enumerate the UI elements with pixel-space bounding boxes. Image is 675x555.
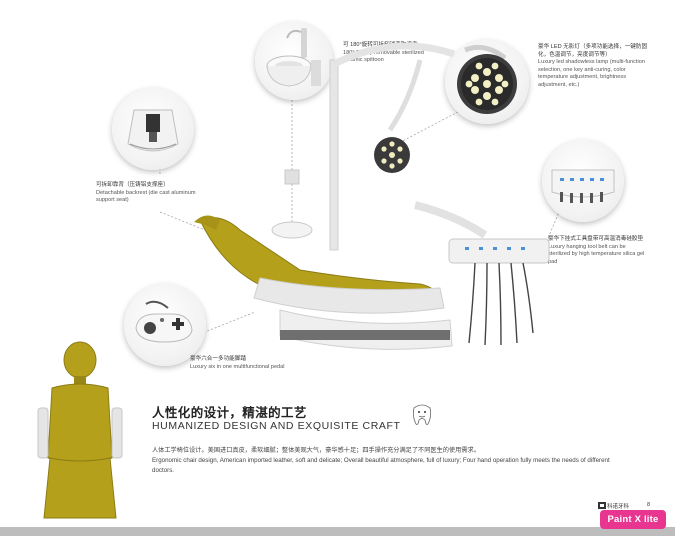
backrest-detail-circle [112, 88, 194, 170]
backrest-caption-en: Detachable backrest (die cast aluminum s… [96, 189, 196, 204]
backrest-caption-zh: 可拆卸靠背（压铸铝支撑座） [96, 182, 169, 188]
pedal-caption: 豪华六合一多功能脚踏 Luxury six in one multifuncti… [190, 356, 310, 371]
brand-logo-icon [598, 502, 606, 509]
headline-english: HUMANIZED DESIGN AND EXQUISITE CRAFT [152, 420, 401, 432]
lamp-caption-zh: 豪华 LED 无影灯（多项功能选择，一键防固化，色温调节，亮度调节等） [538, 44, 648, 58]
spittoon-caption-en: 180° Rotary removable sterilized ceramic… [343, 49, 424, 64]
tool-belt-caption: 豪华下挂式工具盘带可高温消毒硅胶垫 Luxury hanging tool be… [548, 236, 648, 266]
led-lamp-detail-circle [445, 40, 529, 124]
headline-chinese: 人性化的设计，精湛的工艺 [152, 405, 307, 420]
tool-tray-illustration [551, 169, 615, 203]
footer-brand-name: 科诺牙科 [607, 504, 630, 510]
tool-tray-detail-circle [542, 140, 624, 222]
description-chinese: 人体工学椅位设计。美国进口真皮，柔软细腻；整体美观大气，豪华感十足；四手操作充分… [152, 447, 480, 454]
led-lamp-illustration [457, 44, 517, 114]
main-dental-chair-image [194, 42, 456, 350]
watermark-badge: Paint X lite [600, 510, 666, 529]
spittoon-illustration [266, 28, 321, 87]
bottom-border-bar [0, 527, 675, 536]
lamp-caption-en: Luxury led shadowless lamp (multi-functi… [538, 59, 645, 88]
lamp-caption: 豪华 LED 无影灯（多项功能选择，一键防固化，色温调节，亮度调节等） Luxu… [538, 44, 650, 90]
foot-pedal-detail-circle [124, 284, 206, 366]
tool-belt-caption-zh: 豪华下挂式工具盘带可高温消毒硅胶垫 [548, 236, 644, 242]
front-view-chair-image [37, 341, 123, 519]
tool-belt-caption-en: Luxury hanging tool belt can be steriliz… [548, 243, 645, 265]
spittoon-detail-circle [255, 22, 333, 100]
pedal-caption-en: Luxury six in one multifunctional pedal [190, 363, 285, 370]
foot-pedal-illustration [135, 300, 193, 343]
tooth-mascot-icon [412, 404, 432, 425]
pedal-caption-zh: 豪华六合一多功能脚踏 [190, 356, 246, 362]
backrest-illustration [127, 109, 179, 152]
description-english: Ergonomic chair design, American importe… [152, 457, 610, 474]
backrest-caption: 可拆卸靠背（压铸铝支撑座） Detachable backrest (die c… [96, 182, 196, 205]
hanging-tool-tray-image [414, 201, 550, 346]
footer-page-number: 8 [647, 502, 651, 508]
